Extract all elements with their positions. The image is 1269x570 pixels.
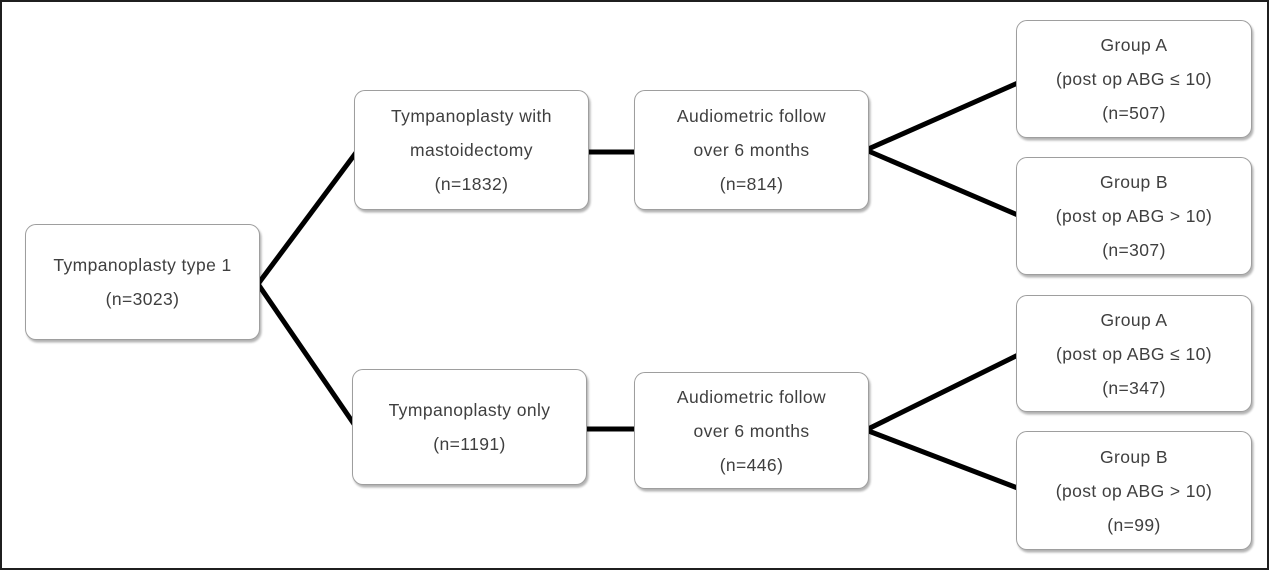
node-line: (post op ABG > 10) [1055, 480, 1213, 501]
node-count: (n=3023) [105, 289, 180, 309]
connector-follow-top-to-group-a [864, 79, 1022, 153]
node-line: Tympanoplasty with [391, 106, 552, 126]
node-line: (post op ABG ≤ 10) [1056, 343, 1212, 364]
node-tympanoplasty-only: Tympanoplasty only (n=1191) [352, 369, 587, 485]
node-line: Group A [1100, 309, 1168, 330]
node-line: over 6 months [693, 140, 810, 160]
connector-root-to-proc-bottom [255, 282, 359, 429]
node-tympanoplasty-with-mastoidectomy: Tympanoplasty with mastoidectomy (n=1832… [354, 90, 589, 210]
node-line: Group A [1100, 35, 1168, 55]
node-count: (n=446) [719, 454, 784, 475]
node-count: (n=1191) [433, 434, 506, 454]
connector-follow-bottom-to-group-b [865, 427, 1021, 492]
node-count: (n=99) [1107, 514, 1161, 535]
node-audiometric-followup-bottom: Audiometric follow over 6 months (n=446) [634, 372, 869, 489]
node-count: (n=507) [1102, 103, 1166, 123]
node-audiometric-followup-top: Audiometric follow over 6 months (n=814) [634, 90, 869, 210]
node-line: Group B [1100, 172, 1168, 192]
connector-follow-top-to-group-b [865, 147, 1021, 219]
node-line: Group B [1100, 446, 1168, 467]
node-count: (n=814) [719, 174, 784, 194]
node-line: Tympanoplasty only [388, 400, 551, 420]
node-line: (post op ABG > 10) [1055, 206, 1213, 226]
node-count: (n=307) [1102, 240, 1166, 260]
node-group-b-top: Group B (post op ABG > 10) (n=307) [1016, 157, 1252, 275]
connector-follow-bottom-to-group-a [864, 351, 1022, 433]
node-tympanoplasty-type1: Tympanoplasty type 1 (n=3023) [25, 224, 260, 340]
node-line: Tympanoplasty type 1 [53, 255, 232, 275]
node-line: over 6 months [693, 420, 810, 441]
node-line: mastoidectomy [410, 140, 533, 160]
node-count: (n=347) [1102, 377, 1166, 398]
connector-root-to-proc-top [255, 148, 361, 286]
node-line: (post op ABG ≤ 10) [1056, 69, 1212, 89]
node-line: Audiometric follow [676, 106, 827, 126]
node-count: (n=1832) [434, 174, 509, 194]
node-line: Audiometric follow [676, 386, 827, 407]
node-group-a-bottom: Group A (post op ABG ≤ 10) (n=347) [1016, 295, 1252, 412]
node-group-a-top: Group A (post op ABG ≤ 10) (n=507) [1016, 20, 1252, 138]
node-group-b-bottom: Group B (post op ABG > 10) (n=99) [1016, 431, 1252, 550]
